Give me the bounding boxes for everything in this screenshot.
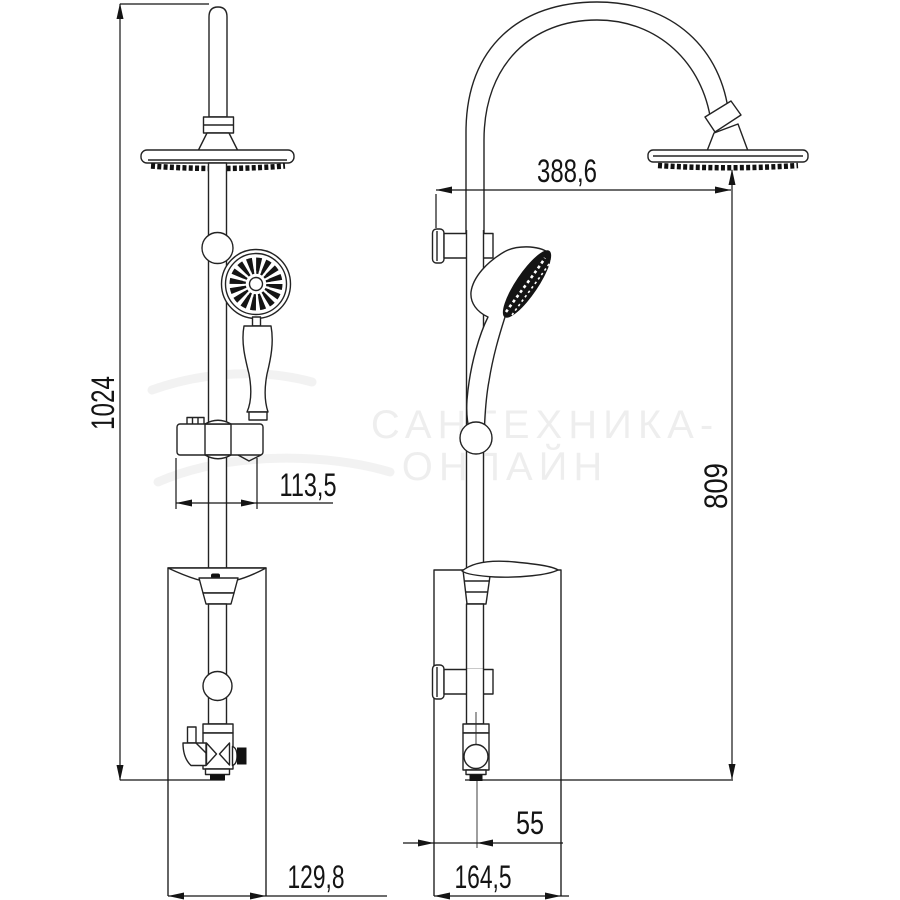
wall-bracket-bottom: [431, 664, 494, 700]
ceiling-pipe: [208, 6, 228, 118]
front-view: [120, 3, 295, 896]
valve-lever-stub: [186, 726, 197, 744]
nozzle-band-side: [657, 162, 799, 171]
side-outlet-front: [237, 747, 247, 765]
dimension-bar-height: 809: [698, 169, 736, 780]
watermark-swoosh2-icon: [153, 453, 395, 487]
dimension-label-bar-height: 809: [698, 463, 734, 509]
spray-dots: [241, 269, 271, 299]
soap-dish-side: [461, 560, 559, 578]
dimension-label-outlet-offset: 55: [516, 805, 544, 841]
arrow-right-icon: [250, 892, 266, 900]
hand-shower-side: [466, 246, 552, 434]
dimension-arm-reach: 388,6: [435, 153, 731, 228]
hand-shower-front: [220, 248, 292, 421]
diverter-valve-front: [182, 723, 247, 781]
dimension-label-holder-width: 113,5: [280, 467, 337, 503]
arrow-up-icon: [116, 3, 124, 19]
bottom-outlet-side: [469, 774, 483, 781]
hose-ring: [201, 231, 234, 265]
arrow-right-icon: [545, 892, 561, 900]
valve-lever: [182, 742, 207, 767]
arrow-left-icon: [477, 839, 493, 847]
arrow-left-icon: [436, 186, 452, 194]
watermark: САНТЕХНИКА- ОНЛАЙН: [147, 369, 719, 489]
watermark-line2: ОНЛАЙН: [402, 443, 609, 489]
dimension-label-total-height: 1024: [85, 376, 121, 430]
side-view: [431, 1, 809, 896]
arrow-left-icon: [434, 892, 450, 900]
lower-knob-front: [202, 670, 233, 702]
enclosure-side: [433, 569, 562, 896]
arrow-down-icon: [116, 765, 124, 781]
slider-bracket-front: [176, 416, 264, 462]
dimension-outlet-offset: 55: [403, 805, 563, 847]
soap-dish-front: [167, 567, 267, 605]
dimension-total-height: 1024: [85, 3, 124, 781]
arrow-down-icon: [728, 764, 736, 780]
dimension-label-arm-reach: 388,6: [537, 153, 597, 189]
arrow-right-icon: [715, 186, 731, 194]
dimension-side-base-width: 164,5: [434, 859, 569, 900]
arrow-right-icon: [418, 839, 434, 847]
dimension-label-side-base: 164,5: [455, 859, 512, 895]
arrow-left-icon: [168, 892, 184, 900]
rain-shower-head-side: [647, 149, 809, 171]
lower-pipe-front: [207, 603, 228, 725]
dimension-label-front-base: 129,8: [288, 859, 345, 895]
dimension-front-base-width: 129,8: [168, 859, 387, 900]
hand-shower-handle: [242, 325, 273, 413]
arrow-right-icon: [241, 499, 257, 507]
spray-center: [248, 276, 264, 292]
diverter-valve-side: [462, 712, 490, 781]
shower-bar-front: [207, 162, 228, 571]
spray-spokes: [229, 257, 283, 311]
valve-knob-side: [463, 743, 489, 770]
bar-knob-side: [459, 421, 493, 455]
head-cone-mount: [197, 132, 239, 152]
arrow-up-icon: [728, 169, 736, 185]
bottom-outlet-front: [210, 774, 225, 781]
arm-nut: [704, 100, 742, 133]
lower-pipe-side: [465, 603, 485, 725]
nozzle-band: [150, 163, 286, 172]
dimension-holder-width: 113,5: [175, 458, 337, 509]
watermark-swoosh-icon: [147, 369, 317, 395]
watermark-line1: САНТЕХНИКА-: [371, 403, 719, 447]
gooseneck-arm: [465, 1, 730, 258]
arrow-left-icon: [176, 499, 192, 507]
